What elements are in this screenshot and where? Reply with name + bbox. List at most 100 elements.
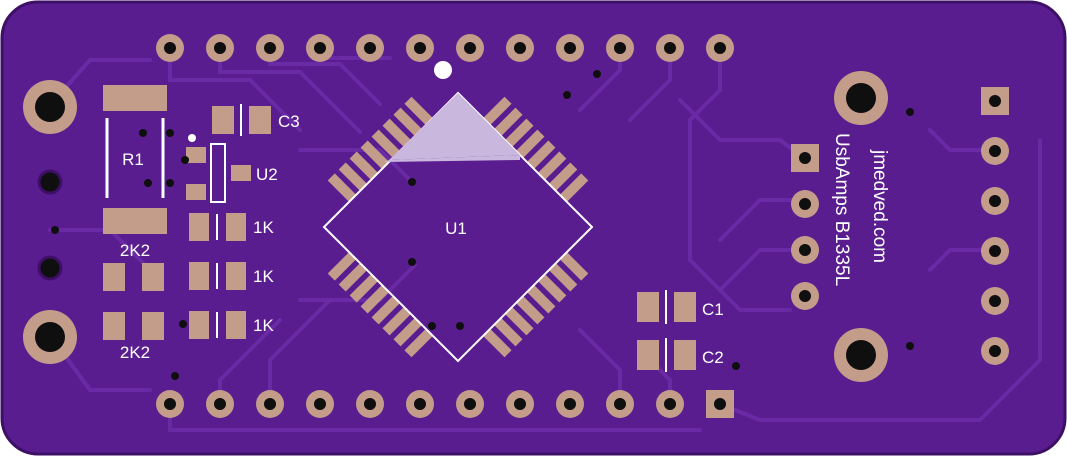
header-pin	[156, 34, 184, 62]
r1-resistor: R1	[103, 85, 167, 234]
header-pin	[706, 390, 734, 418]
qfp-pad	[516, 129, 545, 158]
via	[166, 179, 174, 187]
u2-regulator: U2	[186, 143, 278, 203]
header-pin	[406, 34, 434, 62]
r-2k2-bottom-label: 2K2	[120, 343, 150, 362]
qfp-pad	[483, 96, 512, 125]
u1-label: U1	[445, 219, 467, 238]
header-pin	[556, 34, 584, 62]
via	[51, 226, 59, 234]
qfp-pad	[404, 329, 433, 358]
via	[139, 129, 147, 137]
qfp-pad	[527, 140, 556, 169]
header-pin	[791, 144, 819, 172]
c2-label: C2	[702, 348, 724, 367]
header-pin	[556, 390, 584, 418]
header-pin	[981, 287, 1009, 315]
r1-label: R1	[122, 150, 144, 169]
qfp-pad	[516, 296, 545, 325]
qfp-pad	[327, 252, 356, 281]
qfp-pad	[393, 318, 422, 347]
small-header-pins	[791, 144, 819, 310]
bottom-header-pins	[156, 390, 734, 418]
via	[456, 322, 464, 330]
c1-label: C1	[702, 300, 724, 319]
header-pin	[706, 34, 734, 62]
via	[906, 342, 914, 350]
r-1k-resistors: 1K 1K 1K	[189, 213, 274, 339]
c3-capacitor: C3	[188, 104, 300, 142]
qfp-pad	[494, 107, 523, 136]
qfp-pad	[560, 252, 589, 281]
qfp-pad	[505, 307, 534, 336]
header-pin	[456, 390, 484, 418]
u1-microcontroller: U1	[322, 61, 594, 363]
header-pin	[791, 282, 819, 310]
usb-hole-lower	[37, 255, 63, 281]
qfp-pad	[538, 151, 567, 180]
qfp-pad	[494, 318, 523, 347]
right-header-pins	[981, 87, 1009, 365]
header-pin	[256, 34, 284, 62]
via	[171, 372, 179, 380]
header-pin	[306, 390, 334, 418]
r-2k2-top-label: 2K2	[120, 241, 150, 260]
via	[144, 179, 152, 187]
header-pin	[981, 87, 1009, 115]
header-pin	[791, 236, 819, 264]
header-pin	[156, 390, 184, 418]
qfp-pad	[404, 96, 433, 125]
qfp-pad	[371, 129, 400, 158]
qfp-pad	[527, 285, 556, 314]
via	[181, 156, 189, 164]
qfp-pad	[483, 329, 512, 358]
board-name-label: UsbAmps B1335L	[831, 133, 852, 286]
via	[906, 108, 914, 116]
via	[732, 362, 740, 370]
header-pin	[606, 390, 634, 418]
r-1k-b-label: 1K	[253, 267, 274, 286]
header-pin	[981, 137, 1009, 165]
c3-label: C3	[278, 112, 300, 131]
qfp-pad	[382, 307, 411, 336]
via	[563, 91, 571, 99]
header-pin	[206, 34, 234, 62]
qfp-pad	[349, 151, 378, 180]
via	[428, 322, 436, 330]
qfp-pad	[549, 162, 578, 191]
mounting-holes	[23, 71, 888, 382]
r-2k2-pads	[103, 263, 164, 340]
qfp-pad	[360, 285, 389, 314]
qfp-pad	[382, 118, 411, 147]
r-1k-c-label: 1K	[253, 316, 274, 335]
qfp-pad	[393, 107, 422, 136]
qfp-pad	[338, 263, 367, 292]
header-pin	[791, 190, 819, 218]
qfp-pad	[560, 173, 589, 202]
qfp-pad	[327, 173, 356, 202]
r-1k-a-label: 1K	[253, 218, 274, 237]
via	[166, 129, 174, 137]
header-pin	[256, 390, 284, 418]
header-pin	[981, 237, 1009, 265]
header-pin	[656, 390, 684, 418]
c1-capacitor: C1	[637, 290, 724, 324]
vias	[51, 70, 914, 380]
u2-label: U2	[256, 165, 278, 184]
qfp-pad	[338, 162, 367, 191]
header-pin	[981, 337, 1009, 365]
usb-hole-upper	[37, 169, 63, 195]
qfp-pad	[538, 274, 567, 303]
header-pin	[306, 34, 334, 62]
qfp-pad	[549, 263, 578, 292]
header-pin	[656, 34, 684, 62]
header-pin	[506, 390, 534, 418]
via	[408, 178, 416, 186]
qfp-pad	[505, 118, 534, 147]
qfp-pad	[349, 274, 378, 303]
header-pin	[356, 390, 384, 418]
header-pin	[506, 34, 534, 62]
header-pin	[206, 390, 234, 418]
